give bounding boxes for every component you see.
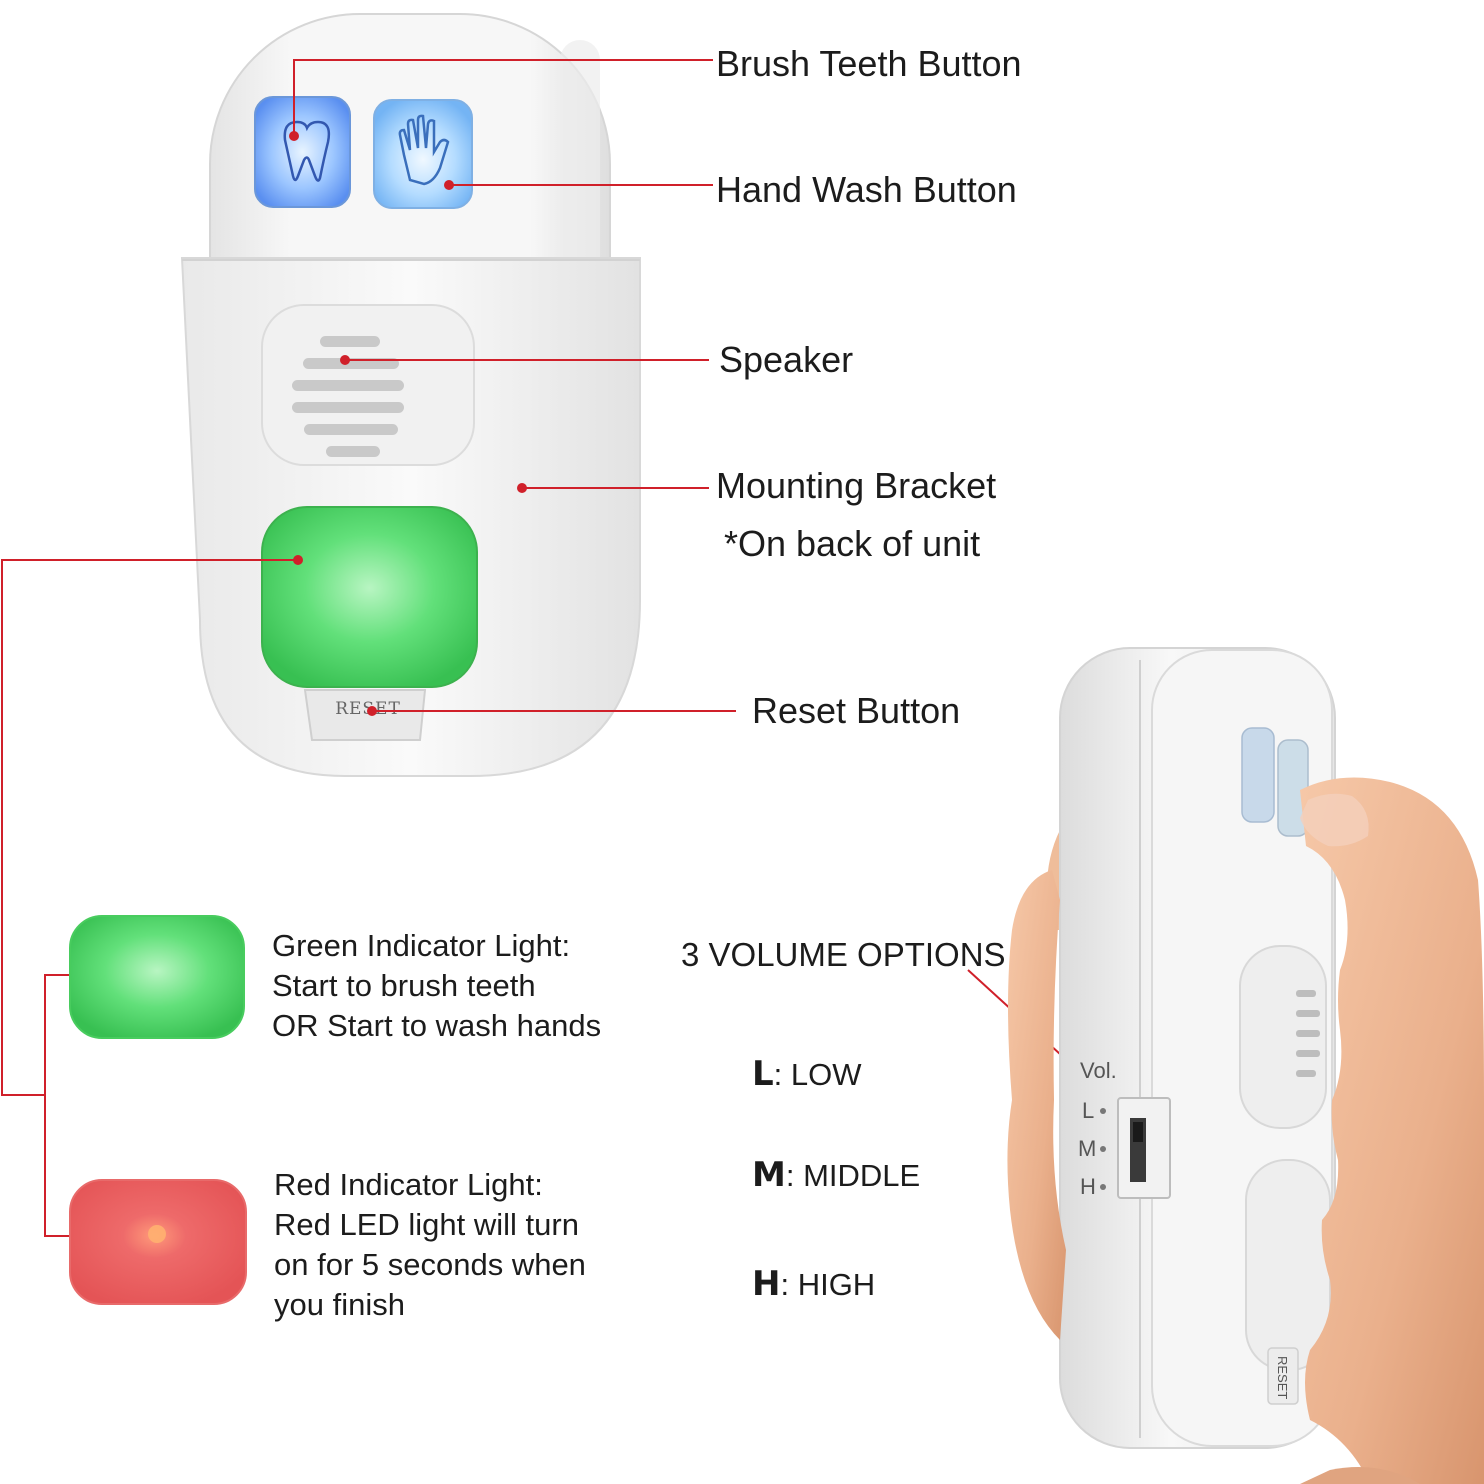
side-reset-button [1267,1347,1299,1405]
red-indicator-description: Red Indicator Light: Red LED light will … [274,1165,586,1325]
red-line-4: you finish [274,1287,405,1322]
green-line-2: Start to brush teeth [272,968,536,1003]
volume-key-m: M [752,1155,786,1195]
red-line-1: Red Indicator Light: [274,1167,543,1202]
volume-key-l: L [752,1054,774,1094]
green-indicator-light [69,915,245,1039]
vol-mark-l: L [1082,1098,1094,1123]
hand-wash-button[interactable] [373,99,473,209]
green-indicator-description: Green Indicator Light: Start to brush te… [272,926,601,1046]
main-device: RESET [180,13,641,777]
red-line-3: on for 5 seconds when [274,1247,586,1282]
red-line-2: Red LED light will turn [274,1207,579,1242]
red-indicator-light [69,1179,247,1305]
speaker-label: Speaker [719,339,854,380]
side-device: Vol. L M H RESET [1046,647,1336,1449]
volume-option-middle: M: MIDDLE [752,1155,920,1196]
vol-mark-m: M [1078,1136,1096,1161]
brush-teeth-label: Brush Teeth Button [716,43,1022,84]
mounting-note-label: *On back of unit [724,523,981,564]
tooth-icon [283,120,331,182]
hand [1007,777,1484,1484]
volume-switch[interactable] [1117,1097,1171,1199]
vol-mark-h: H [1080,1174,1096,1199]
hand-wash-label: Hand Wash Button [716,169,1017,210]
volume-options-title: 3 VOLUME OPTIONS [681,936,1006,973]
volume-option-high: H: HIGH [752,1264,875,1305]
speaker [261,304,475,466]
volume-label-high: : HIGH [780,1267,876,1302]
side-teeth-button [1241,727,1275,823]
reset-button[interactable]: RESET [303,689,427,741]
green-line-3: OR Start to wash hands [272,1008,602,1043]
vol-text: Vol. [1080,1058,1117,1083]
volume-label-low: : LOW [773,1057,862,1092]
volume-option-low: L: LOW [752,1054,862,1095]
side-reset-text: RESET [1275,1356,1290,1399]
brush-teeth-button[interactable] [254,96,351,208]
reset-button-label: Reset Button [752,690,961,731]
device-green-light [261,506,478,688]
hand-icon [398,114,450,186]
volume-label-middle: : MIDDLE [785,1158,921,1193]
mounting-bracket-label: Mounting Bracket [716,465,997,506]
volume-key-h: H [752,1264,781,1304]
green-line-1: Green Indicator Light: [272,928,571,963]
